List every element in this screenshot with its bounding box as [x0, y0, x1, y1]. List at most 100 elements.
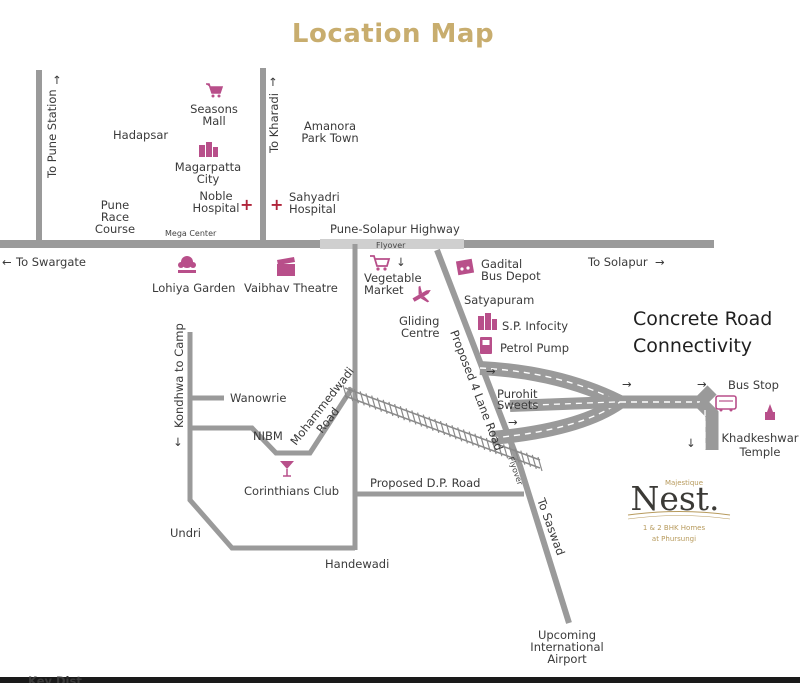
temple-icon: [765, 404, 775, 420]
road-network: [0, 68, 719, 624]
direction-arrows: → → → → ↓: [486, 364, 707, 450]
road-label-flyover: Flyover: [376, 241, 406, 250]
map-title: Location Map: [292, 19, 494, 49]
railway-tie: [525, 452, 532, 467]
footer-partial-heading: Key Dist: [28, 674, 82, 683]
fuel-pump-icon: [480, 337, 492, 354]
place-satyapuram: Satyapuram: [464, 293, 534, 307]
road-arrow-kondhwa: ↓: [173, 435, 183, 449]
place-airport-1: Upcoming: [538, 628, 596, 642]
road-arrow-vegetable: ↓: [396, 255, 406, 269]
place-gliding-2: Centre: [401, 326, 439, 340]
railway-tie: [428, 416, 434, 431]
place-hadapsar: Hadapsar: [113, 128, 168, 142]
railway-tie: [434, 418, 440, 434]
railway-tie: [468, 431, 474, 446]
railway-tie: [462, 429, 469, 444]
place-noble-1: Noble: [199, 189, 232, 203]
bus-depot-icon: [455, 258, 475, 276]
place-magarpatta-1: Magarpatta: [175, 160, 241, 174]
place-wanowrie: Wanowrie: [230, 391, 286, 405]
railway-tie: [371, 395, 377, 410]
place-purohit-1: Purohit: [497, 387, 538, 401]
shopping-cart-icon: [206, 83, 224, 98]
road-label-solapur: To Solapur: [587, 255, 648, 269]
logo-subtitle-2: at Phursungi: [652, 535, 696, 543]
shopping-cart-icon: [370, 255, 391, 271]
place-gadital-2: Bus Depot: [481, 269, 541, 283]
bus-icon: [715, 395, 737, 412]
railway-tie: [520, 450, 526, 465]
callout-line-1: Concrete Road: [633, 308, 772, 330]
place-vegetable-1: Vegetable: [364, 271, 422, 285]
clapperboard-icon: [277, 257, 295, 276]
logo-tagline: Majestique: [665, 479, 703, 487]
railway-tie: [405, 408, 411, 423]
railway-tie: [359, 391, 365, 406]
svg-text:→: →: [508, 415, 518, 429]
bottom-divider: [0, 677, 800, 683]
place-petrol-pump: Petrol Pump: [500, 341, 569, 355]
road-label-swargate: To Swargate: [15, 255, 86, 269]
place-noble-2: Hospital: [193, 201, 240, 215]
hospital-cross-icon: +: [270, 195, 283, 214]
place-purohit-2: Sweets: [497, 398, 538, 412]
road-label-highway: Pune-Solapur Highway: [330, 222, 460, 236]
flyover-segment: [320, 239, 464, 249]
place-pune-race-3: Course: [95, 222, 135, 236]
railway-tie: [457, 427, 463, 442]
road-arrow-pune-station: ↑: [52, 73, 62, 87]
railway-tie: [394, 403, 400, 419]
svg-text:→: →: [486, 364, 496, 378]
place-amanora-1: Amanora: [304, 119, 356, 133]
place-airport-2: International: [530, 640, 603, 654]
place-amanora-2: Park Town: [301, 131, 358, 145]
railway-tie: [497, 442, 503, 457]
road-arrow-kharadi: ↑: [268, 75, 278, 89]
place-sp-infocity: S.P. Infocity: [502, 319, 568, 333]
place-nibm: NIBM: [253, 429, 283, 443]
place-sahyadri-1: Sahyadri: [289, 190, 340, 204]
railway-tie: [480, 435, 486, 450]
place-handewadi: Handewadi: [325, 557, 389, 571]
svg-text:→: →: [697, 377, 707, 391]
hospital-cross-icon: +: [240, 195, 253, 214]
railway-tie: [503, 444, 509, 459]
svg-text:→: →: [622, 377, 632, 391]
place-pune-race-2: Race: [101, 210, 129, 224]
railway-tie: [422, 414, 428, 429]
road-label-dp-road: Proposed D.P. Road: [370, 476, 480, 490]
railway-tie: [399, 406, 405, 421]
railway-tie: [353, 389, 360, 404]
place-sahyadri-2: Hospital: [289, 202, 336, 216]
place-khadkeshwar-2: Temple: [739, 445, 781, 459]
place-seasons-mall-1: Seasons: [190, 102, 238, 116]
railway-tie: [439, 420, 446, 436]
place-bus-stop: Bus Stop: [728, 378, 779, 392]
railway-tie: [416, 412, 423, 427]
road-arrow-swargate: ←: [2, 255, 12, 269]
tree-icon: [178, 256, 196, 273]
railway-tie: [514, 448, 520, 463]
railway-tie: [388, 401, 394, 417]
svg-text:↓: ↓: [686, 436, 696, 450]
place-magarpatta-2: City: [197, 172, 220, 186]
railway-tie: [531, 454, 537, 470]
place-mega-center: Mega Center: [165, 229, 217, 238]
callout-line-2: Connectivity: [633, 335, 752, 357]
railway-line: [342, 384, 543, 472]
airplane-icon: [412, 285, 431, 303]
road-label-pune-station: To Pune Station: [45, 89, 59, 179]
place-gadital-1: Gadital: [481, 257, 522, 271]
place-gliding-1: Gliding: [399, 314, 439, 328]
railway-tie: [508, 446, 514, 461]
railway-tie: [348, 386, 354, 402]
place-pune-race-1: Pune: [101, 198, 129, 212]
place-vaibhav-theatre: Vaibhav Theatre: [244, 281, 338, 295]
railway-tie: [382, 399, 388, 414]
logo-subtitle-1: 1 & 2 BHK Homes: [643, 524, 706, 532]
office-building-icon: [199, 142, 218, 157]
place-vegetable-2: Market: [364, 283, 404, 297]
railway-tie: [537, 456, 543, 472]
